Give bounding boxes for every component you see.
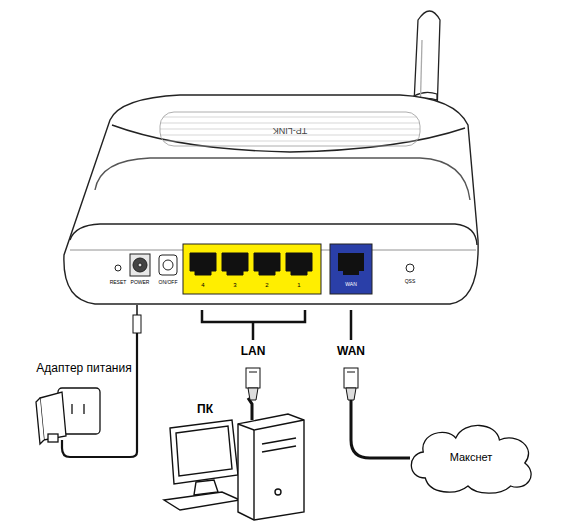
lan-ports: [183, 244, 321, 294]
node-text-wrap: Макснет: [405, 418, 537, 496]
wan-cable: [351, 310, 410, 458]
lan-plug: [246, 368, 260, 400]
router-body: [64, 95, 478, 304]
connection-label: WAN: [337, 345, 365, 358]
logo-text: TP-LINK: [273, 125, 308, 135]
cloud-node: Макснет: [405, 418, 537, 496]
rear-controls: [115, 254, 177, 276]
port-number: 3: [233, 282, 236, 289]
port-label: POWER: [131, 280, 150, 286]
device-label: ПК: [197, 403, 213, 416]
port-number: 2: [265, 282, 268, 289]
port-label: WAN: [345, 282, 356, 288]
lan-cable: [202, 310, 305, 420]
port-label: RESET: [110, 280, 127, 286]
port-label: QSS: [405, 279, 416, 285]
power-adapter: [36, 388, 100, 444]
port-number: 1: [297, 282, 300, 289]
connection-label: LAN: [241, 345, 266, 358]
wan-port: [330, 244, 414, 294]
port-label: ON/OFF: [159, 280, 178, 286]
device-label: Адаптер питания: [36, 362, 131, 375]
wan-plug: [344, 368, 358, 400]
port-number: 4: [201, 282, 204, 289]
cloud-label: Макснет: [450, 451, 493, 463]
pc: [164, 414, 304, 520]
